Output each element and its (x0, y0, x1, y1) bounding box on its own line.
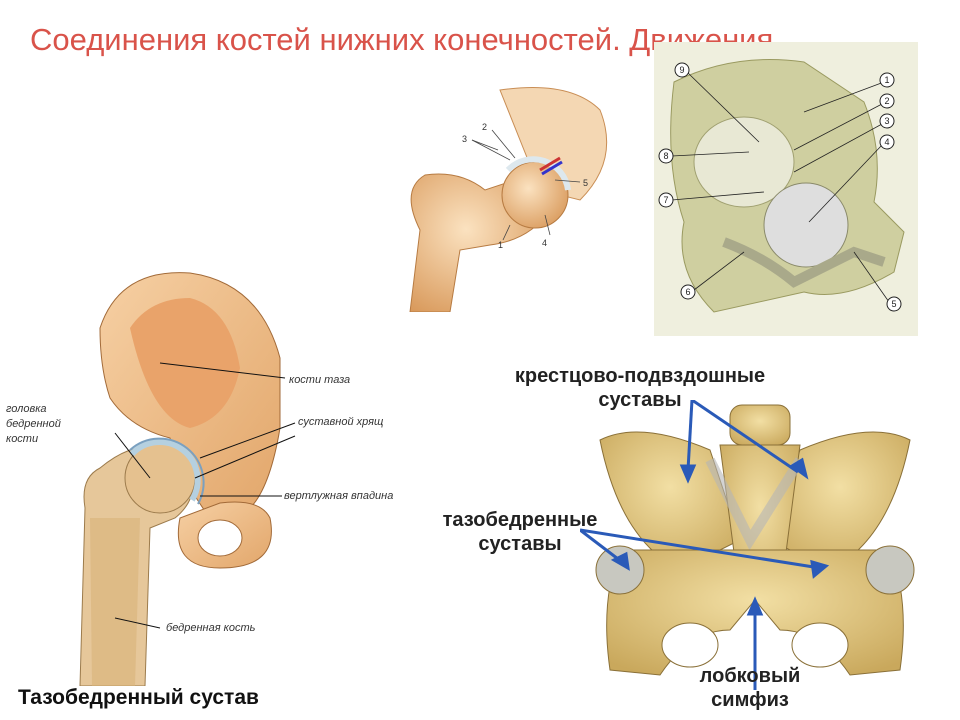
fig2-label-4: 4 (884, 137, 889, 147)
fig2-label-7: 7 (663, 195, 668, 205)
label-articular-cartilage: суставной хрящ (298, 416, 384, 428)
label-sacroiliac-joints: крестцово-подвздошные суставы (514, 365, 766, 411)
label-pubic-symphysis: лобковый симфиз (699, 665, 801, 711)
fig1-label-2: 2 (482, 122, 487, 132)
pelvis-front-illustration (580, 400, 915, 690)
label-acetabulum: вертлужная впадина (284, 490, 394, 502)
hip-joint-cross-section-illustration (79, 272, 296, 686)
label-hip-joints: тазобедренные суставы (442, 509, 598, 555)
fig2-label-9: 9 (679, 65, 684, 75)
fig1-label-1: 1 (498, 240, 503, 250)
hip-joint-dissection-illustration: 1 2 3 4 5 6 7 8 9 (658, 59, 905, 313)
figure-caption: Тазобедренный сустав (18, 686, 259, 709)
label-femur-head: головка бедренной кости (6, 403, 61, 445)
fig2-label-1: 1 (884, 75, 889, 85)
femur-head-illustration: 2 3 5 4 1 (409, 87, 608, 312)
fig1-label-5: 5 (583, 178, 588, 188)
fig2-label-2: 2 (884, 96, 889, 106)
fig2-label-3: 3 (884, 116, 889, 126)
fig1-label-4: 4 (542, 238, 547, 248)
fig2-label-5: 5 (891, 299, 896, 309)
slide-title: Соединения костей нижних конечностей. Дв… (30, 22, 774, 57)
fig1-label-3: 3 (462, 134, 467, 144)
label-femur: бедренная кость (166, 622, 256, 634)
fig2-label-6: 6 (685, 287, 690, 297)
label-pelvic-bones: кости таза (289, 374, 351, 386)
fig2-label-8: 8 (663, 151, 668, 161)
